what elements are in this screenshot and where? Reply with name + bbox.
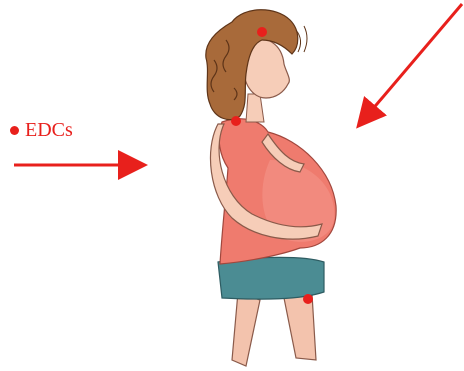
woman-illustration — [206, 10, 336, 366]
shorts — [218, 257, 324, 299]
legend-label: EDCs — [25, 120, 73, 140]
marker-head-dot — [257, 27, 267, 37]
edcs-legend: EDCs — [10, 120, 73, 140]
legend-bullet-icon — [10, 126, 19, 135]
left-leg — [232, 292, 260, 366]
marker-thigh-dot — [303, 294, 313, 304]
neck — [246, 94, 264, 122]
marker-shoulder-dot — [231, 116, 241, 126]
top-right-arrow — [360, 4, 462, 124]
